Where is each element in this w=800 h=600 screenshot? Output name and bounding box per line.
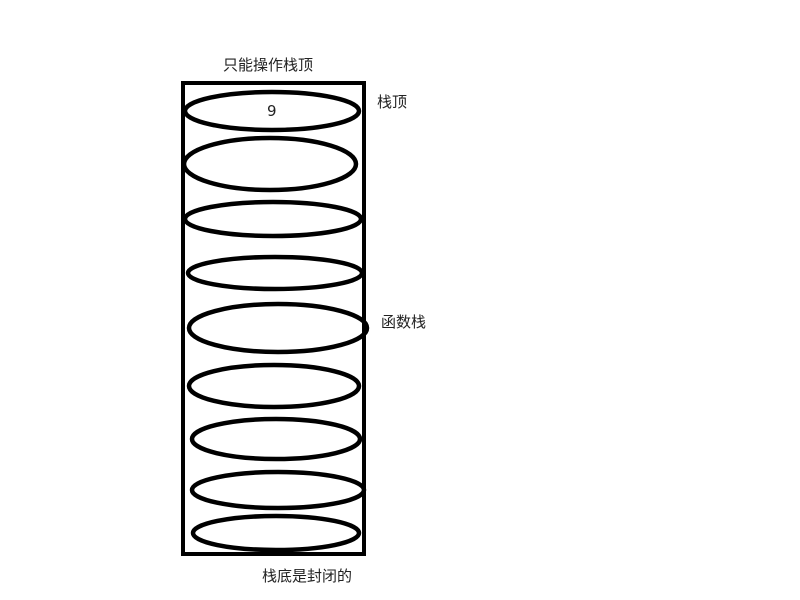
stack-slots: 9	[181, 89, 370, 553]
stack-slot	[189, 469, 367, 511]
stack-slot	[182, 199, 364, 239]
top-operation-note: 只能操作栈顶	[223, 56, 314, 74]
stack-bottom-note: 栈底是封闭的	[262, 567, 353, 585]
function-stack-label: 函数栈	[381, 313, 427, 331]
slot-value-text: 9	[267, 102, 277, 120]
stack-slot	[190, 513, 362, 553]
stack-container	[181, 81, 366, 556]
stack-slot	[186, 362, 362, 410]
stack-slot	[181, 135, 359, 193]
stack-slot	[189, 416, 363, 462]
stack-slot	[185, 254, 365, 292]
stack-top-label: 栈顶	[377, 93, 408, 111]
stack-slot	[182, 89, 362, 133]
stack-slot	[186, 301, 370, 355]
